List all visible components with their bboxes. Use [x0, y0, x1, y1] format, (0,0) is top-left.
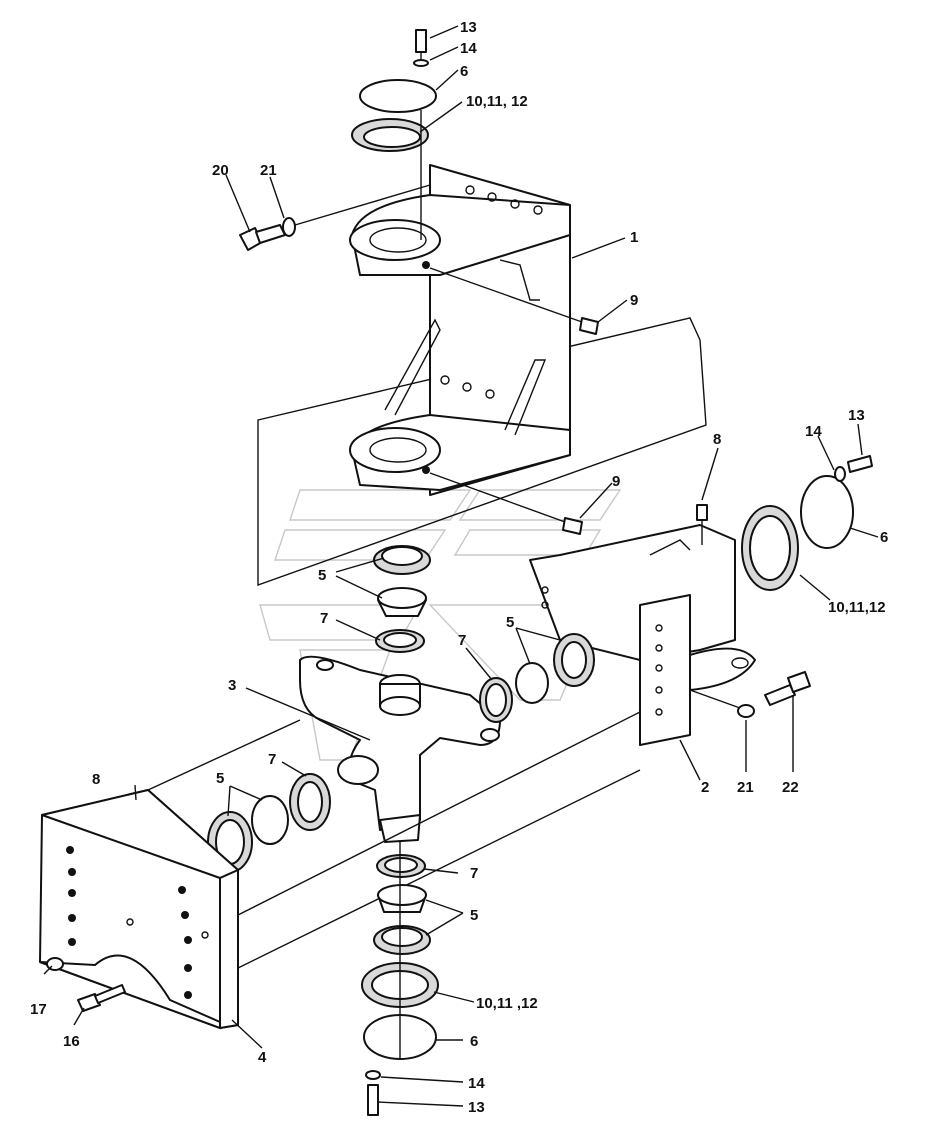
- label-bottom-washer: 14: [468, 1075, 485, 1092]
- label-plug-17: 17: [30, 1001, 47, 1018]
- label-top-bolt: 13: [460, 19, 477, 36]
- bolt-20-washer-21: [239, 184, 431, 251]
- mid-bearing-group: [479, 633, 595, 723]
- label-bottom-cover: 6: [470, 1033, 478, 1050]
- label-top-shims: 10,11, 12: [466, 93, 528, 110]
- assembly-plane: [257, 317, 707, 586]
- bracket-2: [529, 524, 756, 746]
- label-bearing-5-lower: 5: [470, 907, 478, 924]
- arm-3: [299, 655, 501, 843]
- label-bottom-bolt: 13: [468, 1099, 485, 1116]
- left-bearing-group: [207, 773, 331, 873]
- leader-lines: [43, 25, 879, 1107]
- label-seal-7-upper: 7: [320, 610, 328, 627]
- label-top-washer: 14: [460, 40, 477, 57]
- grease-fitting-9-upper: [429, 267, 599, 335]
- bolt-22-washer-21: [689, 671, 811, 718]
- label-bearing-5-mid: 5: [506, 614, 514, 631]
- label-seal-7-mid: 7: [458, 632, 466, 649]
- label-seal-7-left: 7: [268, 751, 276, 768]
- label-bearing-5-left: 5: [216, 770, 224, 787]
- label-bearing-5-upper: 5: [318, 567, 326, 584]
- label-arm-3: 3: [228, 677, 236, 694]
- label-washer-21-top: 21: [260, 162, 277, 179]
- plate-4: [39, 711, 641, 1030]
- label-bolt-22: 22: [782, 779, 799, 796]
- label-bracket-2: 2: [701, 779, 709, 796]
- label-right-shims: 10,11,12: [828, 599, 886, 616]
- label-bracket-1: 1: [630, 229, 638, 246]
- label-top-cover: 6: [460, 63, 468, 80]
- label-fitting-8-right: 8: [713, 431, 721, 448]
- label-fitting-8-left: 8: [92, 771, 100, 788]
- label-seal-7-lower: 7: [470, 865, 478, 882]
- label-fitting-9-upper: 9: [630, 292, 638, 309]
- bolt-16: [77, 984, 126, 1012]
- bottom-stack: [361, 840, 439, 1116]
- label-right-bolt: 13: [848, 407, 865, 424]
- label-bottom-shims: 10,11 ,12: [476, 995, 538, 1012]
- center-upper-stack: [373, 545, 431, 653]
- label-washer-21-right: 21: [737, 779, 754, 796]
- bracket-1: [349, 164, 571, 496]
- grease-fitting-8-right: [696, 504, 708, 545]
- grease-fitting-9-lower: [429, 472, 583, 535]
- label-bolt-20: 20: [212, 162, 229, 179]
- right-stack: [741, 455, 873, 591]
- label-plate-4: 4: [258, 1049, 267, 1066]
- label-right-washer: 14: [805, 423, 822, 440]
- callout-labels: 13 14 6 10,11, 12 20 21 1 9 9 8 13 14 6 …: [30, 19, 888, 1116]
- label-right-cover: 6: [880, 529, 888, 546]
- label-fitting-9-lower: 9: [612, 473, 620, 490]
- label-bolt-16: 16: [63, 1033, 80, 1050]
